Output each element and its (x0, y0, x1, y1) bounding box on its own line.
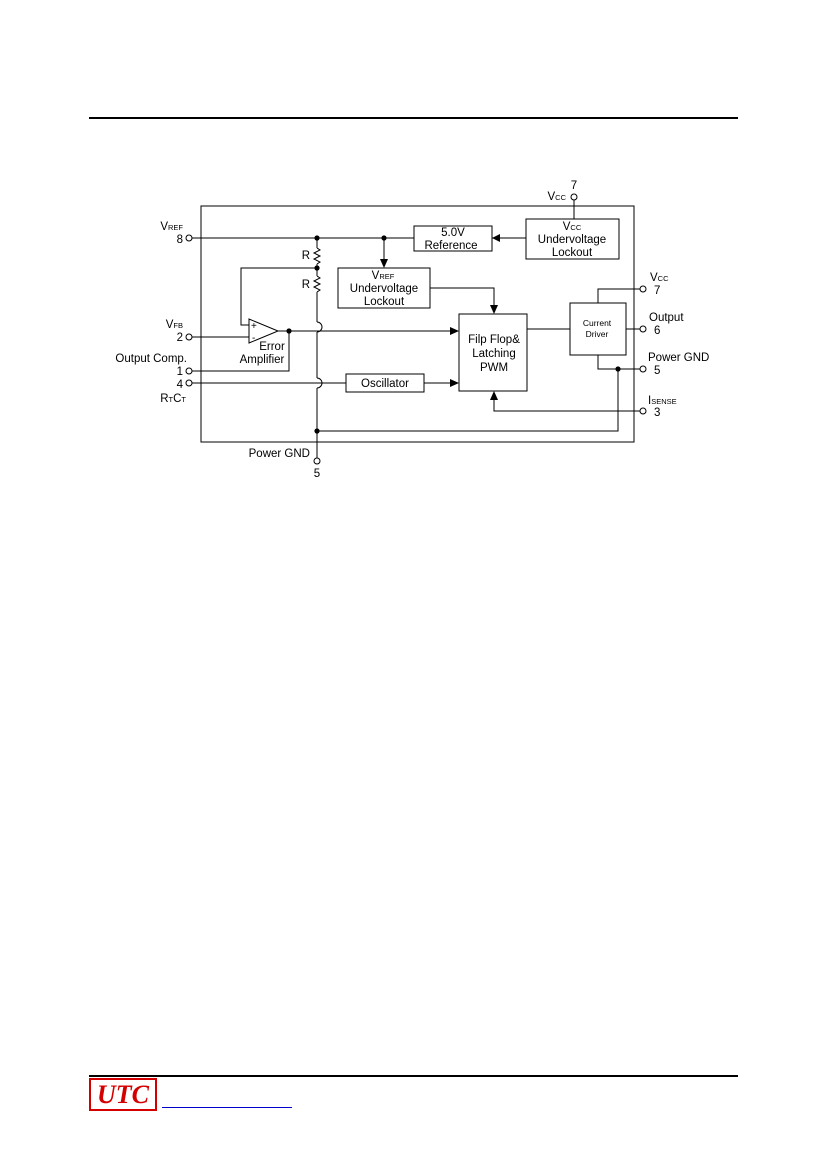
pin-terminal-output (639, 325, 647, 333)
junction-dot (314, 235, 320, 241)
ground-bus (317, 369, 619, 432)
resistor-r1 (312, 247, 322, 265)
pin-terminal-vcc-top (570, 193, 578, 201)
pin-gnd-right-number: 5 (654, 365, 660, 377)
pin-vcc-top-label: VCC (547, 191, 566, 203)
comp-wire (192, 331, 290, 372)
reference-label-1: 5.0V (441, 227, 465, 239)
footer-rule (89, 1075, 738, 1077)
driver-vcc-wire (597, 288, 640, 303)
pin-terminal-rtct (185, 379, 193, 387)
arrow-to-vref-uvlo (380, 259, 388, 268)
resistor-r2 (312, 275, 322, 293)
pin-vcc-top-number: 7 (571, 180, 577, 192)
pin-vcc-right-number: 7 (654, 285, 660, 297)
reference-block (413, 225, 493, 252)
driver-block (569, 302, 627, 356)
isense-wire (493, 398, 640, 412)
vcc-uvlo-label-2: Undervoltage (538, 234, 606, 246)
pin-gnd-right-label: Power GND (648, 352, 709, 364)
vref-uvlo-label-3: Lockout (364, 296, 405, 308)
pin-gnd-bottom-number: 5 (314, 468, 320, 480)
pin-terminal-comp (185, 367, 193, 375)
junction-dot (314, 265, 320, 271)
pin-vref-number: 8 (177, 234, 183, 246)
junction-dot (615, 366, 621, 372)
pin-rtct-number: 4 (177, 379, 184, 391)
driver-label-1: Current (583, 318, 612, 328)
pwm-label-1: Filp Flop& (468, 334, 520, 346)
reference-label-2: Reference (424, 240, 477, 252)
vref-uvlo-label-1: VREF (372, 270, 395, 282)
pin-terminal-gnd-bottom (313, 457, 321, 465)
junction-dot (286, 328, 292, 334)
arrow-uvlo-pwm (490, 305, 498, 314)
pin-vfb-label: VFB (166, 319, 183, 331)
website-link[interactable] (162, 1106, 292, 1108)
utc-logo: UTC (89, 1078, 157, 1111)
amp-plus-sign: + (251, 321, 257, 332)
pin-output-label: Output (649, 312, 684, 324)
amp-label-1: Error (259, 341, 285, 353)
arrow-osc-pwm (450, 379, 459, 387)
vcc-uvlo-label-3: Lockout (552, 247, 593, 259)
pin-vref-label: VREF (160, 221, 183, 233)
driver-gnd-wire (597, 355, 640, 370)
junction-dot (314, 428, 320, 434)
pin-isense-label: ISENSE (648, 395, 677, 407)
pin-terminal-vfb (185, 333, 193, 341)
pin-comp-number: 1 (177, 366, 183, 378)
amp-label-2: Amplifier (240, 354, 285, 366)
pin-comp-label: Output Comp. (115, 353, 187, 365)
pin-isense-number: 3 (654, 407, 660, 419)
pin-terminal-isense (639, 407, 647, 415)
logo-text: UTC (97, 1079, 149, 1109)
vref-uvlo-block (337, 267, 431, 309)
pin-rtct-label: RTCT (160, 393, 186, 405)
uvlo-to-pwm (430, 287, 495, 308)
feedback-wire (240, 267, 317, 326)
pin-gnd-bottom-label: Power GND (249, 448, 310, 460)
driver-label-2: Driver (586, 329, 609, 339)
resistor-r1-label: R (302, 250, 310, 262)
pin-terminal-gnd-right (639, 365, 647, 373)
arrow-amp-pwm (450, 327, 459, 335)
resistor-r2-label: R (302, 279, 310, 291)
pin-output-number: 6 (654, 325, 660, 337)
pin-terminal-vref (185, 234, 193, 242)
ic-outline (200, 205, 635, 443)
vref-uvlo-label-2: Undervoltage (350, 283, 418, 295)
pwm-label-3: PWM (480, 362, 508, 374)
pwm-label-2: Latching (472, 348, 515, 360)
oscillator-label: Oscillator (361, 378, 409, 390)
wire-hop-1 (316, 321, 323, 333)
pin-vcc-right-label: VCC (650, 272, 669, 284)
vcc-uvlo-block (525, 218, 620, 260)
vcc-uvlo-label-1: VCC (563, 221, 582, 233)
error-amplifier (248, 318, 280, 344)
arrow-to-ref (492, 234, 500, 242)
pwm-block (458, 313, 528, 392)
header-rule (89, 117, 738, 119)
pin-terminal-vcc-right (639, 285, 647, 293)
oscillator-block (345, 373, 425, 393)
pin-vfb-number: 2 (177, 332, 183, 344)
amp-minus-sign: - (252, 333, 255, 344)
junction-dot (381, 235, 387, 241)
arrow-isense-pwm (490, 391, 498, 400)
